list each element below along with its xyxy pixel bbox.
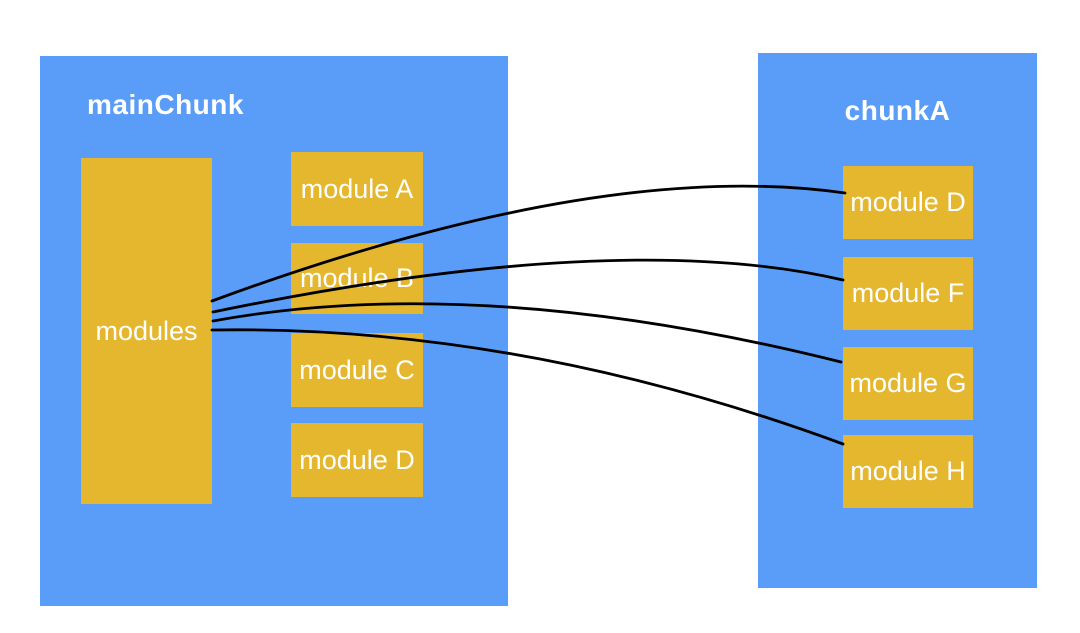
chunk-a-module-g-label: module G	[849, 368, 967, 398]
chunk-a-module-f-label: module F	[851, 278, 965, 308]
main-module-a-box: module A	[291, 152, 423, 226]
main-module-c-box: module C	[291, 333, 423, 407]
chunk-a-module-f-box: module F	[843, 257, 973, 330]
main-module-d-label: module D	[299, 444, 415, 475]
main-module-c-label: module C	[299, 354, 415, 385]
main-module-d-box: module D	[291, 423, 423, 497]
main-module-b-label: module B	[299, 263, 415, 293]
main-module-a-label: module A	[300, 173, 414, 204]
chunk-a-module-d-label: module D	[850, 187, 966, 217]
chunk-a-module-h-box: module H	[843, 435, 973, 508]
main-module-b-box: module B	[291, 243, 423, 314]
chunk-a-module-d-box: module D	[843, 166, 973, 239]
chunk-a-container: chunkA module D module F module G module…	[758, 53, 1037, 588]
main-chunk-container: mainChunk modules module A module B modu…	[40, 56, 508, 606]
modules-box-label: modules	[95, 315, 198, 346]
main-chunk-title: mainChunk	[87, 89, 244, 120]
modules-box: modules	[81, 158, 212, 504]
chunk-a-module-g-box: module G	[843, 347, 973, 420]
chunk-a-title: chunkA	[844, 95, 951, 126]
chunk-a-module-h-label: module H	[850, 456, 966, 486]
